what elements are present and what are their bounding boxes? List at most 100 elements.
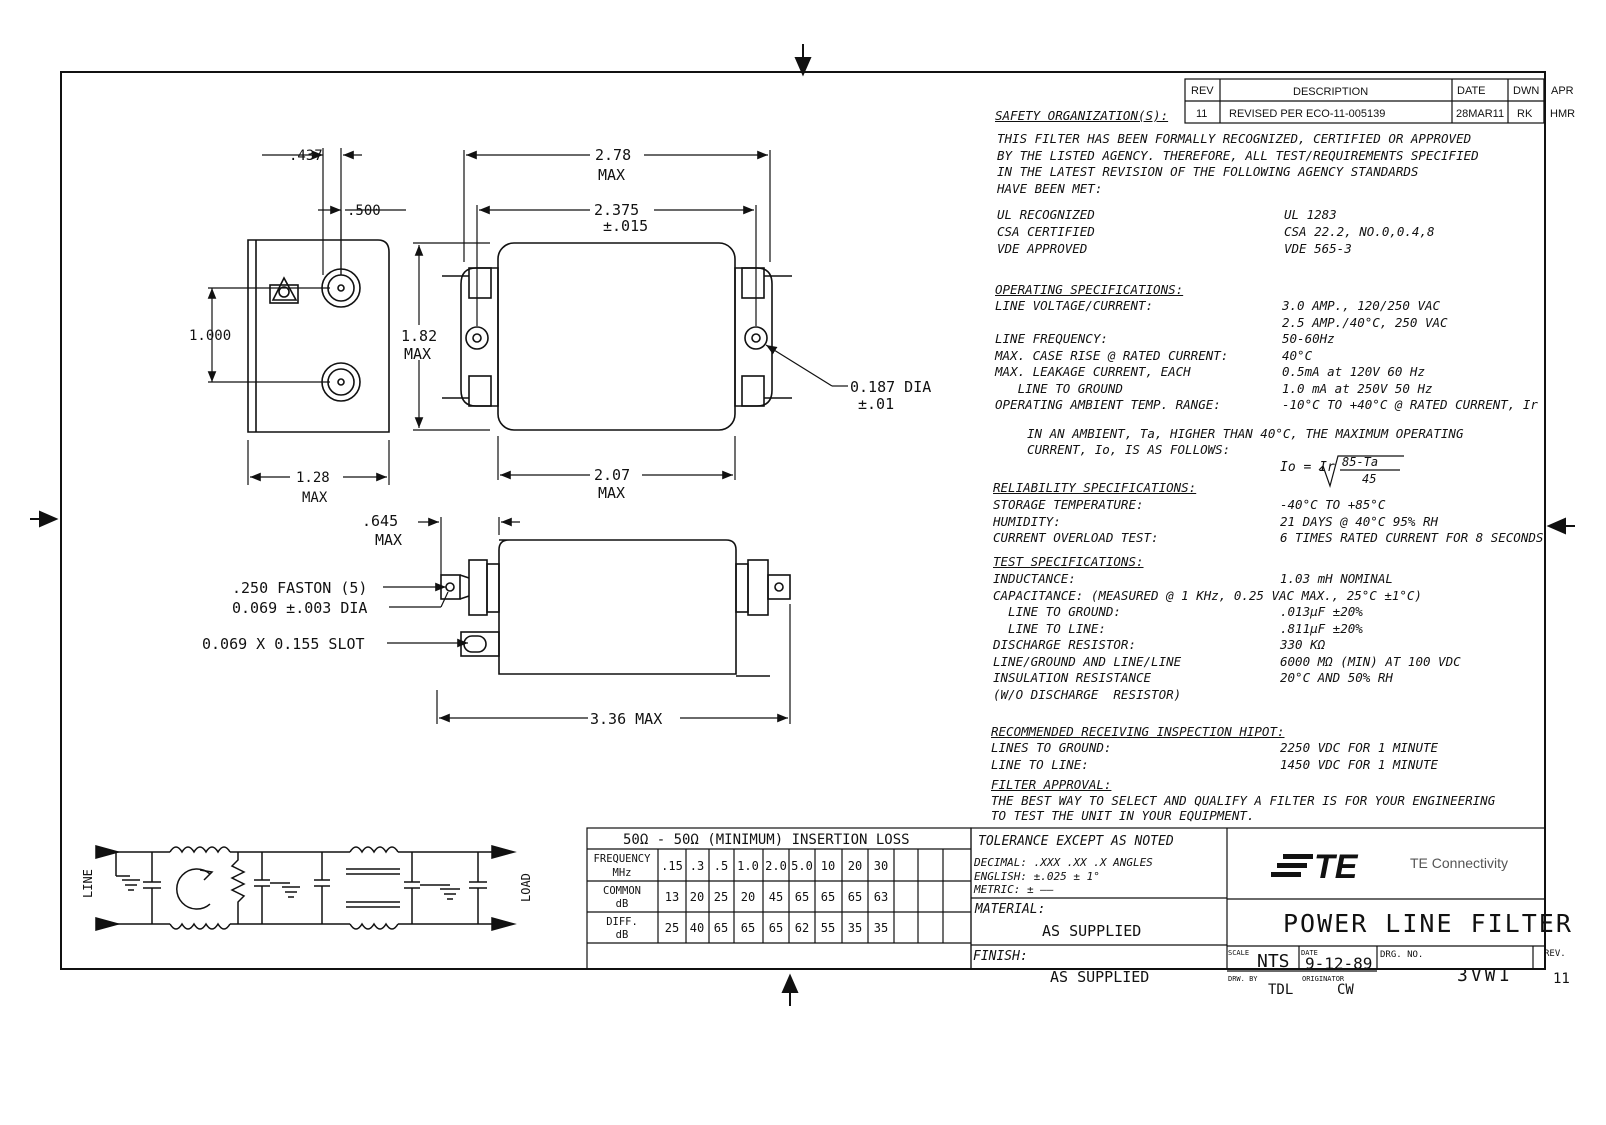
dim-128: 1.28 — [296, 470, 330, 486]
originator-value: CW — [1337, 982, 1354, 998]
dim-1000: 1.000 — [189, 328, 231, 344]
rev-cell-dwn: RK — [1517, 108, 1533, 120]
drawn-by-value: TDL — [1268, 982, 1293, 998]
centering-marks — [30, 44, 1575, 1006]
dim-500: .500 — [347, 203, 381, 219]
dim-182: 1.82 — [401, 327, 437, 345]
il-common-cell: 63 — [874, 890, 888, 904]
dim-128-sub: MAX — [302, 490, 328, 506]
dim-0187-sub: ±.01 — [858, 395, 894, 413]
ambient-note-2: CURRENT, Io, IS AS FOLLOWS: — [1027, 442, 1231, 457]
date-value: 9-12-89 — [1305, 954, 1372, 973]
il-diff-cell: 55 — [821, 921, 835, 935]
end-view-drawing — [247, 239, 390, 433]
rev-header-dwn: DWN — [1513, 85, 1539, 97]
dim-slot: 0.069 X 0.155 SLOT — [202, 635, 365, 653]
rev-value: 11 — [1553, 971, 1570, 987]
tolerance-decimal: DECIMAL: .XXX .XX .X ANGLES — [973, 856, 1153, 869]
te-logo-text: TE — [1314, 848, 1359, 886]
te-logo: TE — [1271, 848, 1359, 886]
finish-label: FINISH: — [973, 949, 1028, 964]
rev-header-description: DESCRIPTION — [1293, 86, 1368, 98]
top-view-dimension-lines — [413, 150, 848, 480]
rev-cell-apr: HMR — [1550, 108, 1575, 120]
drg-no-label: DRG. NO. — [1380, 950, 1423, 960]
rev-cell-rev: 11 — [1196, 108, 1207, 120]
tolerance-english: ENGLISH: ±.025 ± 1° — [974, 870, 1100, 883]
dim-278-sub: MAX — [598, 166, 625, 184]
reliability-list: STORAGE TEMPERATURE:-40°C TO +85°C HUMID… — [993, 497, 1544, 545]
drg-no-value: 3VW1 — [1457, 965, 1512, 986]
il-diff-cell: 40 — [690, 921, 704, 935]
il-freq-cell: 1.0 — [737, 859, 759, 873]
il-freq-cell: .15 — [661, 859, 683, 873]
operating-heading: OPERATING SPECIFICATIONS: — [995, 282, 1184, 297]
finish-value: AS SUPPLIED — [1050, 968, 1149, 986]
date-label: DATE — [1301, 949, 1318, 957]
schematic-line-label: LINE — [81, 869, 95, 898]
test-heading: TEST SPECIFICATIONS: — [993, 554, 1144, 569]
material-value: AS SUPPLIED — [1042, 922, 1141, 940]
safety-text: THIS FILTER HAS BEEN FORMALLY RECOGNIZED… — [997, 131, 1479, 196]
rev-cell-description: REVISED PER ECO-11-005139 — [1229, 108, 1385, 120]
il-common-cell: 20 — [741, 890, 755, 904]
approval-text: THE BEST WAY TO SELECT AND QUALIFY A FIL… — [991, 793, 1496, 823]
drawn-by-label: DRW. BY — [1228, 975, 1258, 983]
drawing-title: POWER LINE FILTER — [1283, 909, 1573, 938]
dim-2375: 2.375 — [594, 201, 639, 219]
company-name: TE Connectivity — [1410, 855, 1508, 871]
il-common-cell: 25 — [714, 890, 728, 904]
il-row-frequency-unit: MHz — [613, 867, 632, 879]
il-row-common-label: COMMON — [603, 885, 641, 897]
il-common-cell: 65 — [795, 890, 809, 904]
scale-value: NTS — [1257, 951, 1290, 972]
il-row-frequency-label: FREQUENCY — [594, 853, 652, 865]
insertion-loss-title: 50Ω - 50Ω (MINIMUM) INSERTION LOSS — [623, 832, 910, 848]
top-view-drawing — [442, 242, 792, 431]
insertion-loss-table-grid — [586, 827, 972, 970]
hipot-heading: RECOMMENDED RECEIVING INSPECTION HIPOT: — [991, 724, 1285, 739]
il-freq-cell: 20 — [848, 859, 862, 873]
il-row-diff-label: DIFF. — [606, 916, 638, 928]
dim-0187: 0.187 DIA — [850, 378, 931, 396]
dim-207: 2.07 — [594, 466, 630, 484]
il-common-cell: 20 — [690, 890, 704, 904]
operating-list: LINE VOLTAGE/CURRENT:3.0 AMP., 120/250 V… — [995, 298, 1538, 412]
dim-207-sub: MAX — [598, 484, 625, 502]
il-common-cell: 65 — [821, 890, 835, 904]
title-block-grid — [970, 827, 1546, 972]
side-view-drawing — [440, 539, 791, 677]
tolerance-heading: TOLERANCE EXCEPT AS NOTED — [978, 834, 1174, 849]
rev-header-date: DATE — [1457, 85, 1486, 97]
il-diff-cell: 25 — [665, 921, 679, 935]
dim-437: .437 — [289, 148, 323, 164]
test-list: INDUCTANCE:1.03 mH NOMINAL CAPACITANCE: … — [993, 571, 1461, 702]
il-diff-cell: 65 — [714, 921, 728, 935]
schematic-load-label: LOAD — [519, 873, 533, 902]
il-freq-cell: .5 — [714, 859, 728, 873]
end-view-dimension-lines — [207, 148, 406, 485]
tolerance-metric: METRIC: ± —— — [973, 883, 1054, 896]
il-common-cell: 45 — [769, 890, 783, 904]
formula-denominator: 45 — [1362, 472, 1376, 486]
il-row-diff-unit: dB — [616, 929, 629, 941]
formula-numerator: 85-Ta — [1342, 455, 1378, 469]
rev-label: REV. — [1544, 949, 1566, 959]
dim-2375-sub: ±.015 — [603, 217, 648, 235]
approval-heading: FILTER APPROVAL: — [991, 777, 1112, 792]
revision-block — [1184, 78, 1545, 124]
ambient-note-1: IN AN AMBIENT, Ta, HIGHER THAN 40°C, THE… — [1027, 426, 1464, 441]
il-diff-cell: 35 — [848, 921, 862, 935]
hipot-list: LINES TO GROUND:2250 VDC FOR 1 MINUTE LI… — [991, 740, 1439, 772]
dim-336: 3.36 MAX — [590, 710, 662, 728]
scale-label: SCALE — [1228, 949, 1249, 957]
il-freq-cell: 10 — [821, 859, 835, 873]
il-freq-cell: .3 — [690, 859, 704, 873]
il-freq-cell: 5.0 — [791, 859, 813, 873]
il-diff-cell: 65 — [769, 921, 783, 935]
side-view-dimension-lines — [383, 517, 791, 724]
il-freq-cell: 2.0 — [765, 859, 787, 873]
derating-formula — [1318, 455, 1404, 489]
